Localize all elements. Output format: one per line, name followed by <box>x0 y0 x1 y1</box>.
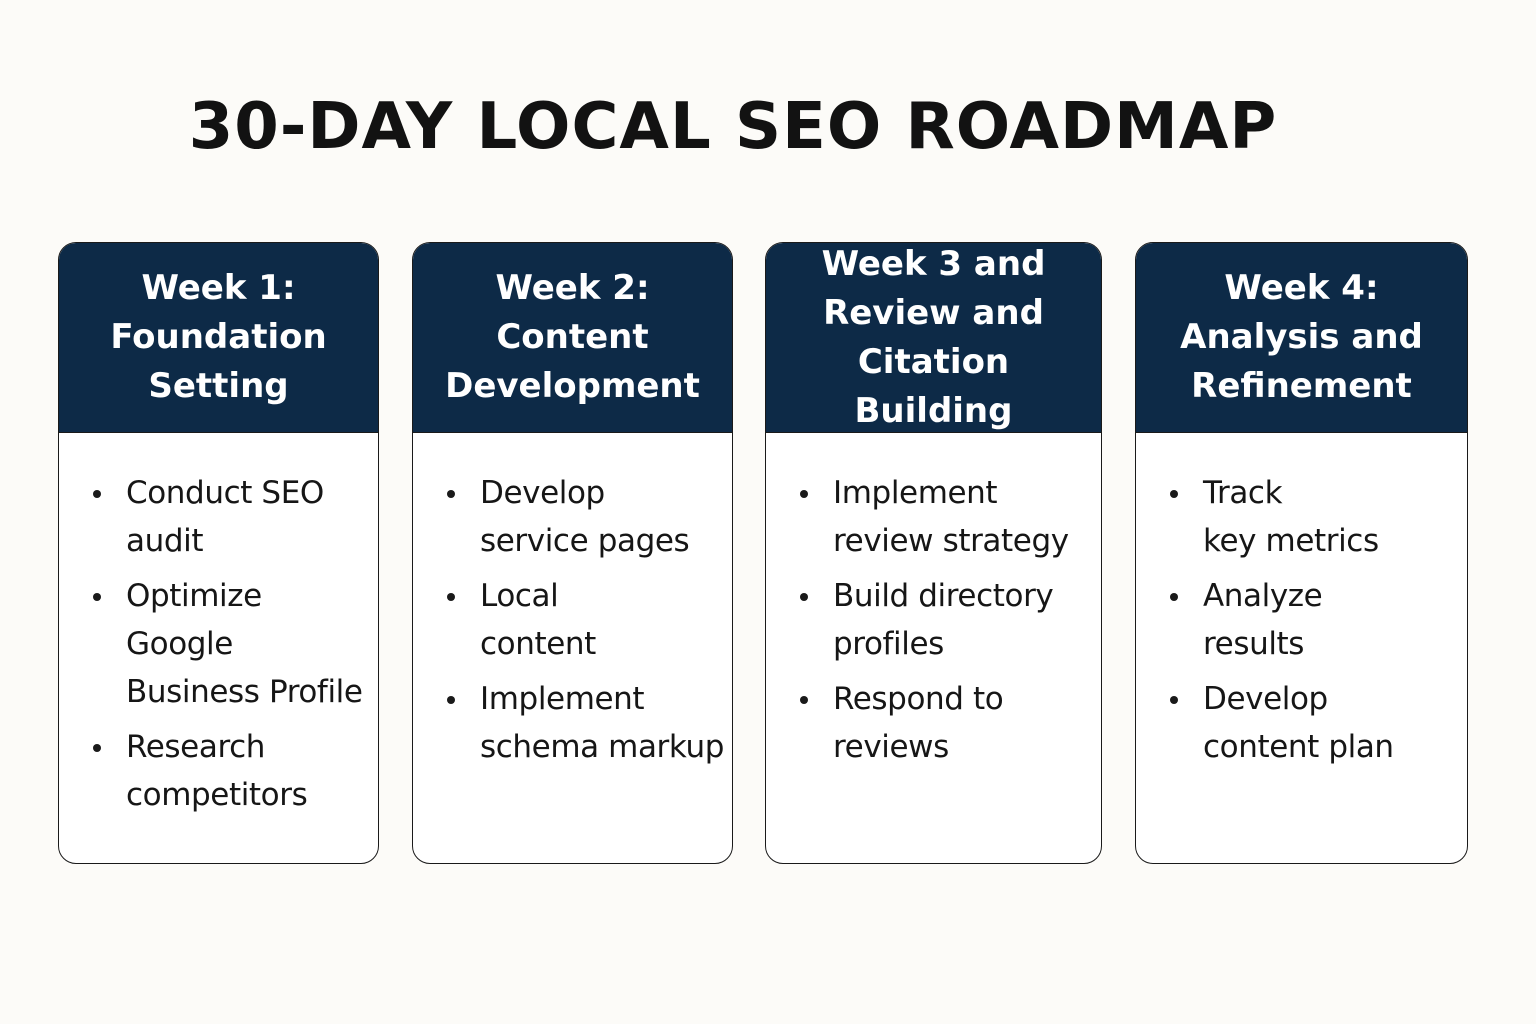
bullet-icon <box>93 490 101 498</box>
list-item: Implement review strategy <box>766 469 1101 565</box>
task-text: Develop service pages <box>480 475 690 559</box>
week-3-card: Week 3 and Review and Citation Building … <box>765 242 1102 864</box>
list-item: Analyze results <box>1136 572 1467 668</box>
week-4-card: Week 4: Analysis and Refinement Track ke… <box>1135 242 1468 864</box>
task-text: Conduct SEO audit <box>126 475 324 559</box>
week-4-task-list: Track key metrics Analyze results Develo… <box>1136 433 1467 771</box>
bullet-icon <box>800 593 808 601</box>
list-item: Respond to reviews <box>766 675 1101 771</box>
week-2-task-list: Develop service pages Local content Impl… <box>413 433 732 771</box>
bullet-icon <box>1170 593 1178 601</box>
task-text: Respond to reviews <box>833 681 1004 765</box>
task-text: Track key metrics <box>1203 475 1379 559</box>
bullet-icon <box>447 490 455 498</box>
task-text: Optimize Google Business Profile <box>126 578 363 710</box>
task-text: Implement review strategy <box>833 475 1069 559</box>
list-item: Develop service pages <box>413 469 732 565</box>
task-text: Build directory profiles <box>833 578 1054 662</box>
week-3-task-list: Implement review strategy Build director… <box>766 433 1101 771</box>
week-4-header: Week 4: Analysis and Refinement <box>1136 243 1467 433</box>
task-text: Develop content plan <box>1203 681 1394 765</box>
task-text: Analyze results <box>1203 578 1323 662</box>
list-item: Conduct SEO audit <box>59 469 378 565</box>
list-item: Research competitors <box>59 723 378 819</box>
bullet-icon <box>1170 696 1178 704</box>
bullet-icon <box>93 593 101 601</box>
list-item: Local content <box>413 572 732 668</box>
bullet-icon <box>93 744 101 752</box>
list-item: Implement schema markup <box>413 675 732 771</box>
bullet-icon <box>447 696 455 704</box>
week-1-header: Week 1: Foundation Setting <box>59 243 378 433</box>
week-1-card: Week 1: Foundation Setting Conduct SEO a… <box>58 242 379 864</box>
list-item: Track key metrics <box>1136 469 1467 565</box>
bullet-icon <box>800 696 808 704</box>
week-3-heading: Week 3 and Review and Citation Building <box>821 243 1046 431</box>
week-2-heading: Week 2: Content Development <box>445 268 700 406</box>
bullet-icon <box>800 490 808 498</box>
week-2-card: Week 2: Content Development Develop serv… <box>412 242 733 864</box>
list-item: Build directory profiles <box>766 572 1101 668</box>
task-text: Local content <box>480 578 596 662</box>
week-1-heading: Week 1: Foundation Setting <box>110 268 327 406</box>
bullet-icon <box>1170 490 1178 498</box>
task-text: Research competitors <box>126 729 308 813</box>
list-item: Develop content plan <box>1136 675 1467 771</box>
list-item: Optimize Google Business Profile <box>59 572 378 716</box>
week-2-header: Week 2: Content Development <box>413 243 732 433</box>
page-title: 30-DAY LOCAL SEO ROADMAP <box>188 90 1278 164</box>
week-4-heading: Week 4: Analysis and Refinement <box>1180 268 1423 406</box>
week-1-task-list: Conduct SEO audit Optimize Google Busine… <box>59 433 378 819</box>
task-text: Implement schema markup <box>480 681 725 765</box>
week-3-header: Week 3 and Review and Citation Building <box>766 243 1101 433</box>
bullet-icon <box>447 593 455 601</box>
